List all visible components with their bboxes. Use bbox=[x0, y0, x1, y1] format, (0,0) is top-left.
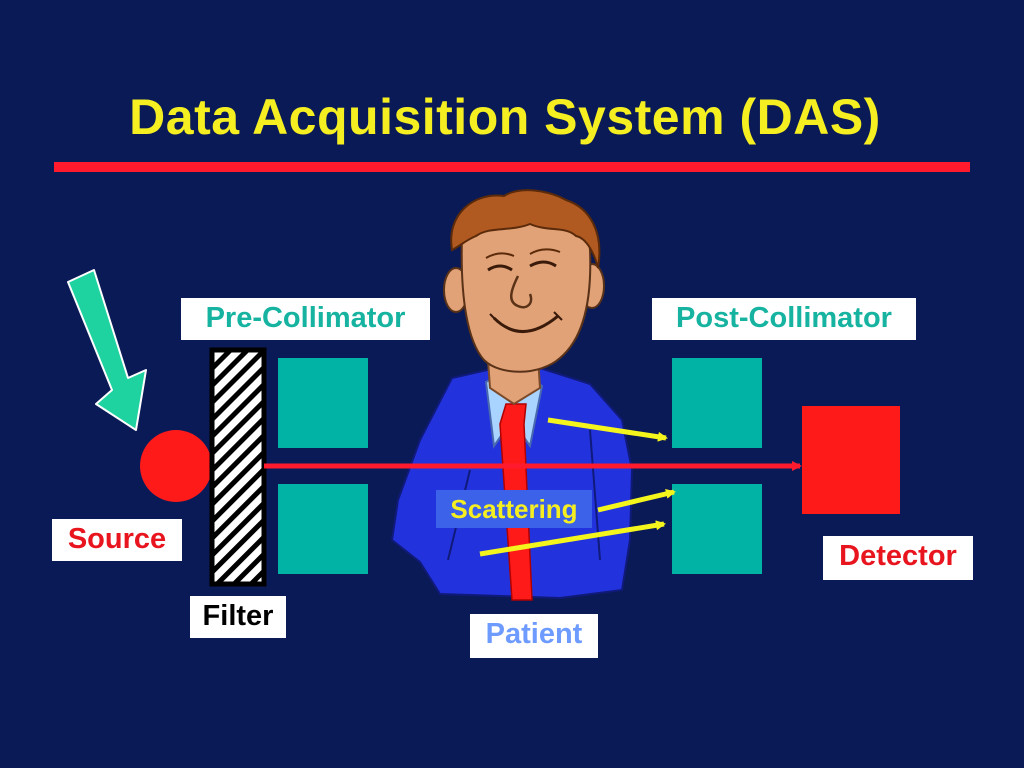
slide-title: Data Acquisition System (DAS) bbox=[129, 89, 881, 145]
source-circle bbox=[140, 430, 212, 502]
filter-block bbox=[209, 347, 267, 587]
scatter-arrow-top bbox=[547, 417, 668, 442]
scatter-arrow-middle bbox=[597, 488, 676, 513]
post-collimator-bottom bbox=[672, 484, 762, 574]
pre-collimator-top bbox=[278, 358, 368, 448]
title-divider bbox=[54, 162, 970, 172]
patient-figure bbox=[390, 189, 634, 601]
label-post-collimator: Post-Collimator bbox=[652, 298, 916, 340]
detector-block bbox=[802, 406, 900, 514]
label-source: Source bbox=[52, 519, 182, 561]
label-pre-collimator: Pre-Collimator bbox=[181, 298, 430, 340]
label-scattering: Scattering bbox=[436, 490, 592, 528]
post-collimator-top bbox=[672, 358, 762, 448]
pre-collimator-bottom bbox=[278, 484, 368, 574]
scatter-arrow-bottom bbox=[479, 520, 666, 557]
label-detector: Detector bbox=[823, 536, 973, 580]
incoming-arrow-icon bbox=[67, 269, 147, 431]
label-filter: Filter bbox=[190, 596, 286, 638]
label-patient: Patient bbox=[470, 614, 598, 658]
patient-hair bbox=[450, 189, 601, 269]
